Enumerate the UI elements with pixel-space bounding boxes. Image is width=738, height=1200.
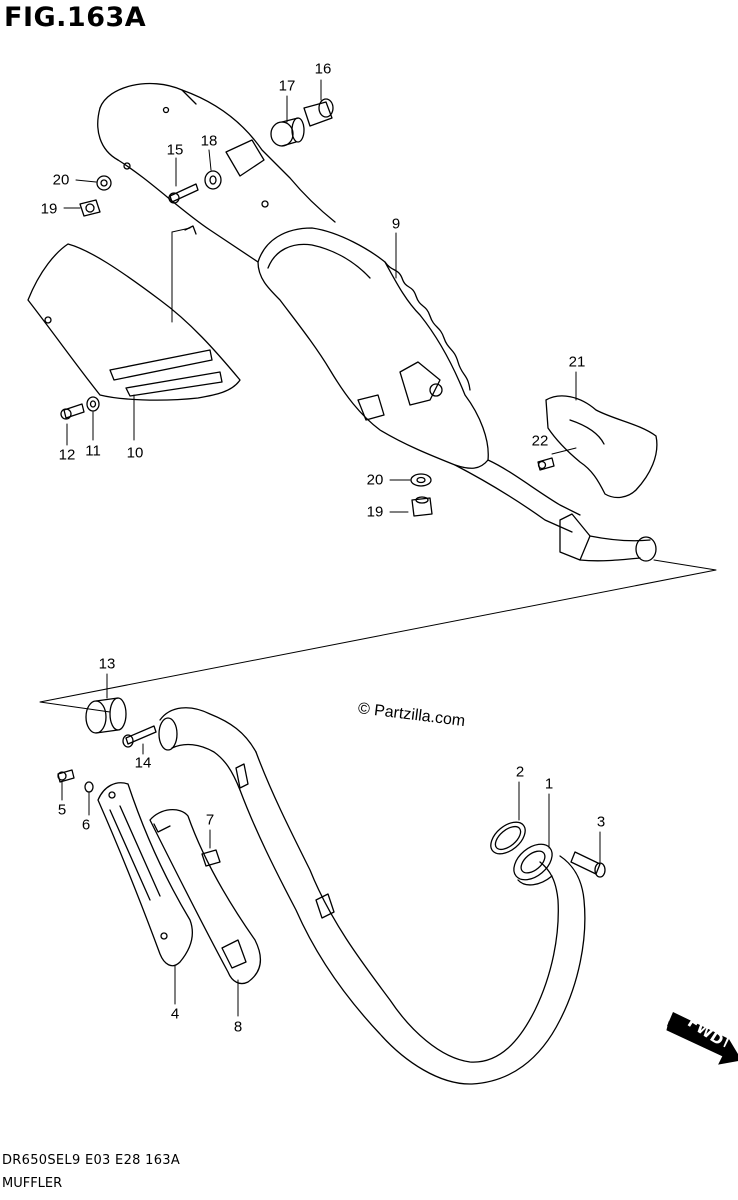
callout-4[interactable]: 4 (170, 1005, 180, 1023)
callout-1[interactable]: 1 (544, 775, 554, 793)
nut-19-top[interactable] (80, 200, 100, 216)
washer-6[interactable] (85, 782, 93, 792)
nut-7[interactable] (202, 850, 220, 866)
callout-21[interactable]: 21 (568, 353, 586, 371)
washer-18[interactable] (205, 171, 221, 189)
figure-code: DR650SEL9 E03 E28 163A (2, 1153, 181, 1168)
bolt-15[interactable] (169, 184, 198, 203)
callout-16[interactable]: 16 (314, 60, 332, 78)
figure-name: MUFFLER (2, 1176, 63, 1191)
bolt-3[interactable] (571, 852, 605, 877)
alignment-line (40, 560, 716, 712)
muffler-body[interactable] (98, 84, 656, 561)
bolt-14[interactable] (123, 726, 156, 747)
callout-8[interactable]: 8 (233, 1018, 243, 1036)
callout-5[interactable]: 5 (57, 801, 67, 819)
callout-11[interactable]: 11 (85, 442, 101, 460)
bolt-16[interactable] (304, 99, 333, 126)
heat-protector[interactable] (28, 228, 240, 400)
callout-22[interactable]: 22 (531, 432, 549, 450)
washer-11[interactable] (87, 397, 99, 411)
callout-3[interactable]: 3 (596, 813, 606, 831)
bolt-5[interactable] (58, 770, 74, 782)
washer-20-top[interactable] (97, 176, 111, 190)
leader-lines (62, 80, 600, 1016)
callout-20-top[interactable]: 20 (52, 171, 70, 189)
fwd-arrow-icon (665, 1012, 738, 1068)
protector-4[interactable] (98, 783, 192, 966)
callout-17[interactable]: 17 (278, 77, 296, 95)
callout-13[interactable]: 13 (98, 655, 116, 673)
clamp-2[interactable] (485, 816, 531, 860)
callout-18[interactable]: 18 (200, 132, 218, 150)
callout-7[interactable]: 7 (205, 811, 215, 829)
gasket-13[interactable] (86, 698, 126, 733)
callout-9[interactable]: 9 (391, 215, 401, 233)
callout-6[interactable]: 6 (81, 816, 91, 834)
callout-10[interactable]: 10 (126, 444, 144, 462)
washer-20-low[interactable] (411, 474, 431, 486)
callout-12[interactable]: 12 (58, 446, 76, 464)
callout-14[interactable]: 14 (134, 754, 152, 772)
exhaust-pipe[interactable] (159, 708, 585, 1084)
callout-19-low[interactable]: 19 (366, 503, 384, 521)
callout-15[interactable]: 15 (166, 141, 184, 159)
nut-19-low[interactable] (412, 497, 432, 516)
protector-21[interactable] (546, 396, 657, 498)
callout-19-top[interactable]: 19 (40, 200, 58, 218)
callout-20-low[interactable]: 20 (366, 471, 384, 489)
bolt-12[interactable] (61, 404, 84, 419)
bracket-8[interactable] (150, 810, 260, 984)
figure-title: FIG.163A (4, 2, 147, 33)
callout-2[interactable]: 2 (515, 763, 525, 781)
cushion-17[interactable] (271, 118, 304, 146)
screw-22[interactable] (538, 458, 554, 470)
